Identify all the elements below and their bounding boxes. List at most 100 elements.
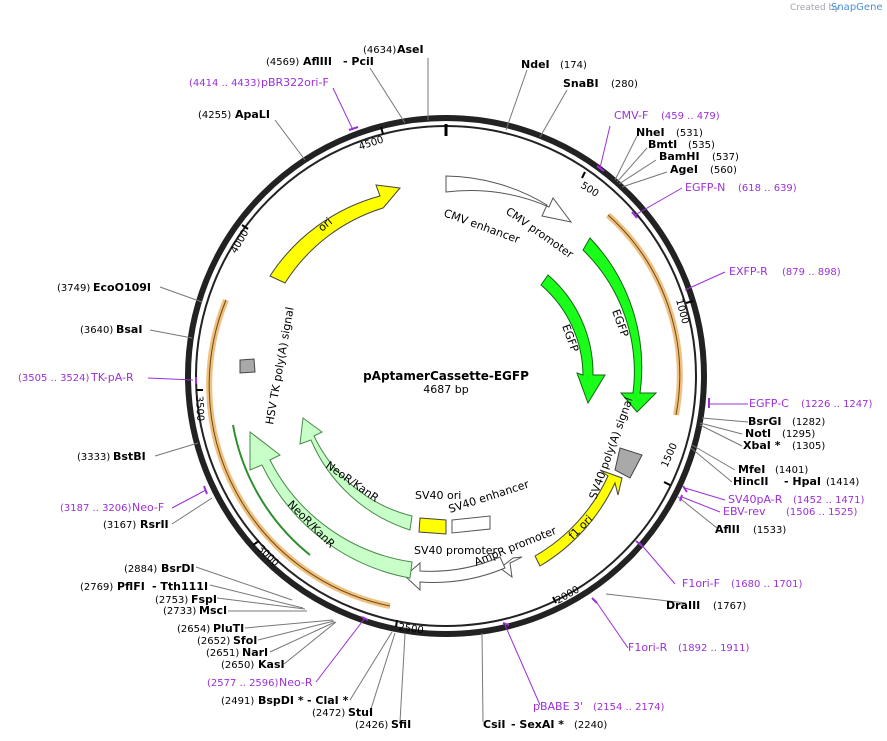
enzyme-name: MfeI: [738, 463, 765, 476]
enzyme-position: (2651): [206, 648, 239, 659]
enzyme-position: (1401): [775, 465, 808, 476]
enzyme-position: (280): [611, 79, 638, 90]
enzyme-labels: AseI(4634)AflIII- PciI(4569)ApaLI(4255)N…: [57, 43, 859, 731]
primer-range: (1506 .. 1525): [786, 507, 858, 518]
primer-name: F1ori-F: [682, 577, 720, 590]
enzyme-name: NdeI: [521, 58, 550, 71]
primer-labels: pBR322ori-F(4414 .. 4433) CMV-F (459 .. 47…: [18, 76, 873, 713]
feature-label-neo-outer: NeoR/KanR: [285, 498, 338, 551]
enzyme-extra: - Tth111I: [152, 580, 208, 593]
sv40-promoter-arrow: [404, 556, 506, 592]
tick-label-500: 500: [578, 180, 600, 199]
enzyme-position: (1305): [792, 441, 825, 452]
tick-marks: [196, 126, 694, 628]
sv40-ori-box: [418, 517, 447, 535]
primer-arc-neo-green: [232, 424, 311, 556]
enzyme-name: MscI: [199, 604, 227, 617]
primer-range: (1452 .. 1471): [793, 495, 865, 506]
enzyme-name: NotI: [745, 427, 771, 440]
primer-name: SV40pA-R: [728, 493, 783, 506]
enzyme-name: KasI: [258, 658, 285, 671]
enzyme-position: (4634): [363, 45, 396, 56]
enzyme-name: BmtI: [648, 138, 677, 151]
enzyme-name: EcoO109I: [93, 281, 151, 294]
plasmid-name: pAptamerCassette-EGFP: [363, 369, 529, 383]
primer-name: CMV-F: [614, 109, 648, 122]
primer-name: Neo-R: [279, 676, 313, 689]
primer-markers: [195, 126, 710, 626]
hsv-tk-box: [239, 358, 256, 374]
enzyme-position: (3640): [80, 325, 113, 336]
enzyme-name: SfoI: [233, 634, 257, 647]
primer-range: (459 .. 479): [661, 111, 720, 122]
enzyme-position: (1295): [782, 429, 815, 440]
enzyme-position: (3167): [103, 520, 136, 531]
primer-range: (4414 .. 4433): [189, 78, 261, 89]
enzyme-name: AflIII: [303, 55, 332, 68]
enzyme-leaders: [149, 58, 749, 723]
enzyme-position: (2426): [355, 720, 388, 731]
primer-range: (2154 .. 2174): [593, 702, 665, 713]
primer-name: pBABE 3': [533, 700, 583, 713]
enzyme-position: (535): [688, 140, 715, 151]
enzyme-name: AflII: [715, 523, 740, 536]
enzyme-name: NheI: [636, 126, 665, 139]
sv40-polya-box: [614, 447, 643, 479]
enzyme-name: BspDI *: [258, 694, 304, 707]
primer-range: (1680 .. 1701): [731, 579, 803, 590]
ori-arrow: [269, 184, 401, 284]
feature-label-sv40-promoter: SV40 promoter: [414, 544, 498, 557]
enzyme-name: BsrGI: [748, 415, 781, 428]
enzyme-name: HincII: [733, 475, 769, 488]
enzyme-name: CsiI: [483, 718, 505, 731]
enzyme-extra: - ClaI *: [307, 694, 349, 707]
primer-name: TK-pA-R: [90, 371, 134, 384]
enzyme-position: (2650): [221, 660, 254, 671]
primer-name: EGFP-N: [685, 181, 725, 194]
primer-name: Neo-F: [132, 501, 164, 514]
neo-outer-arrow: [249, 430, 413, 579]
primer-leaders: [147, 87, 748, 706]
backbone-ring: [185, 115, 707, 637]
enzyme-extra: - HpaI: [784, 475, 821, 488]
primer-range: (1892 .. 1911): [678, 643, 750, 654]
enzyme-name: DraIII: [666, 599, 700, 612]
snapgene-logo: SnapGene: [831, 2, 883, 13]
neo-inner-arrow: [299, 417, 413, 531]
enzyme-name: AseI: [397, 43, 424, 56]
enzyme-position: (174): [560, 60, 587, 71]
sv40-enhancer-box: [451, 515, 491, 534]
enzyme-position: (2753): [155, 595, 188, 606]
enzyme-name: PluTI: [213, 622, 244, 635]
enzyme-position: (2733): [163, 606, 196, 617]
enzyme-name: BstBI: [113, 450, 146, 463]
primer-name: EBV-rev: [723, 505, 766, 518]
enzyme-name: SnaBI: [563, 77, 599, 90]
enzyme-extra: - PciI: [343, 55, 374, 68]
enzyme-position: (2472): [312, 708, 345, 719]
enzyme-name: BamHI: [659, 150, 700, 163]
enzyme-name: FspI: [191, 593, 217, 606]
tick-label-1500: 1500: [660, 441, 680, 469]
primer-name: pBR322ori-F: [261, 76, 329, 89]
enzyme-position: (1533): [753, 525, 786, 536]
primer-range: (3505 .. 3524): [18, 373, 90, 384]
enzyme-position: (2884): [124, 564, 157, 575]
enzyme-position: (4255): [198, 110, 231, 121]
enzyme-name: StuI: [348, 706, 373, 719]
enzyme-position: (4569): [266, 57, 299, 68]
enzyme-position: (1767): [713, 601, 746, 612]
cmv-enhancer-arrow: [445, 175, 573, 223]
tick-label-4500: 4500: [358, 135, 386, 153]
feature-label-hsv-tk: HSV TK poly(A) signal: [263, 306, 296, 426]
primer-range: (879 .. 898): [782, 267, 841, 278]
egfp-inner-arrow: [540, 274, 606, 405]
plasmid-size: 4687 bp: [423, 383, 468, 396]
enzyme-position: (1282): [792, 417, 825, 428]
enzyme-extra: - SexAI *: [511, 718, 564, 731]
enzyme-name: PflFI: [117, 580, 145, 593]
enzyme-name: BsrDI: [161, 562, 195, 575]
enzyme-position: (2769): [80, 582, 113, 593]
primer-name: F1ori-R: [628, 641, 668, 654]
